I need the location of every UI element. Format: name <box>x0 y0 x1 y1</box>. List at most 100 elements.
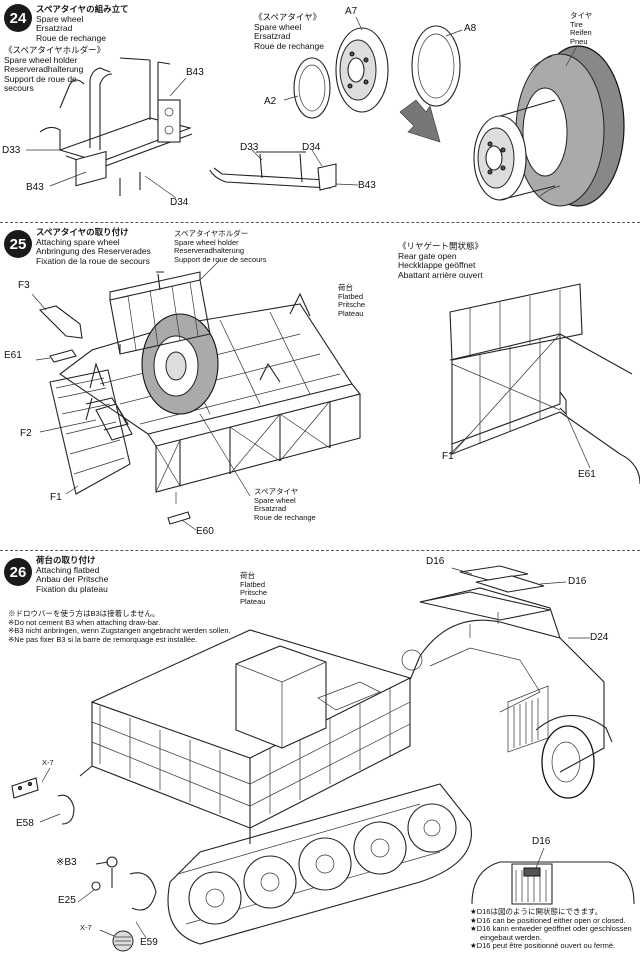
spare-tire-caption-de: Ersatzrad <box>254 31 291 41</box>
draw-bar-note: ※ドロウバーを使う方はB3は接着しません。 ※Do not cement B3 … <box>8 609 231 644</box>
step-26-title-jp: 荷台の取り付け <box>36 555 96 565</box>
part-label-d24: D24 <box>590 632 609 643</box>
draw-bar-note-fr: ※Ne pas fixer B3 si la barre de remorqua… <box>8 634 198 644</box>
part-label-b43: B43 <box>186 67 204 78</box>
step-26-title-en: Attaching flatbed <box>36 564 100 575</box>
rear-gate-caption-de: Heckklappe geöffnet <box>398 260 476 270</box>
step-25-drawing <box>31 259 640 531</box>
assembly-arrow-icon <box>399 99 441 143</box>
step-24-title-en: Spare wheel <box>36 13 84 24</box>
part-label-d33: D33 <box>2 145 21 156</box>
tyre-caption-en: Tire <box>570 19 583 29</box>
part-label-e60: E60 <box>196 526 214 537</box>
assembled-tire-drawing <box>473 45 625 207</box>
part-label-d16: D16 <box>532 836 551 847</box>
d16-note-de1: ★D16 kann entweder geöffnet oder geschlo… <box>470 924 632 933</box>
step-26-drawing <box>11 565 635 952</box>
spare-wheel-caption-en: Spare wheel <box>254 495 296 505</box>
holder-caption-fr2: secours <box>4 83 34 93</box>
step-24-title-jp: スペアタイヤの組み立て <box>36 4 129 14</box>
part-label-a2: A2 <box>264 96 277 107</box>
step-26-section: 26 荷台の取り付け Attaching flatbed Anbau der P… <box>0 552 640 956</box>
step-26-title-fr: Fixation du plateau <box>36 583 108 594</box>
flatbed-caption-de: Pritsche <box>240 588 268 597</box>
draw-bar-note-en: ※Do not cement B3 when attaching draw-ba… <box>8 617 161 627</box>
tyre-caption-fr: Pneu <box>570 36 588 46</box>
part-label-b43: B43 <box>26 182 44 193</box>
spare-wheel-caption-jp: スペアタイヤ <box>254 487 299 496</box>
rear-gate-caption-jp: 《リヤゲート開状態》 <box>398 241 484 251</box>
part-label-e61: E61 <box>578 469 596 480</box>
tyre-caption-de: Reifen <box>570 28 592 37</box>
tyre-caption-jp: タイヤ <box>570 11 593 20</box>
part-label-x7: X-7 <box>42 758 54 767</box>
rear-gate-caption-fr: Abattant arrière ouvert <box>398 269 483 280</box>
spare-wheel-holder-drawing <box>26 57 193 199</box>
step-24-section: 24 スペアタイヤの組み立て Spare wheel Ersatzrad Rou… <box>0 0 640 220</box>
part-label-d34: D34 <box>302 142 321 153</box>
d16-note-fr: ★D16 peut être positionné ouvert ou ferm… <box>470 941 616 950</box>
flatbed-caption-en: Flatbed <box>338 291 364 301</box>
step-25-section: 25 スペアタイヤの取り付け Attaching spare wheel Anb… <box>0 224 640 548</box>
spare-tire-caption: 《スペアタイヤ》 Spare wheel Ersatzrad Roue de r… <box>254 12 324 51</box>
flatbed-caption-fr: Plateau <box>240 596 266 606</box>
track-wheels-drawing <box>167 714 613 945</box>
step-26-title-de: Anbau der Pritsche <box>36 574 109 584</box>
flatbed-caption: 荷台 Flatbed Pritsche Plateau <box>338 283 366 318</box>
rear-gate-view-drawing <box>449 283 640 485</box>
part-label-d16: D16 <box>426 556 445 567</box>
holder-caption-en: Spare wheel holder <box>174 237 239 247</box>
part-label-x7: X-7 <box>80 923 92 932</box>
rear-gate-caption: 《リヤゲート開状態》 Rear gate open Heckklappe geö… <box>398 241 484 280</box>
holder-caption-fr: Support de roue de secours <box>174 254 267 264</box>
d16-note-jp: ★D16は図のように開状態にできます。 <box>470 907 603 916</box>
part-label-e25: E25 <box>58 895 76 906</box>
holder-caption: スペアタイヤホルダー Spare wheel holder Reserverad… <box>174 229 267 264</box>
d16-detail-drawing <box>471 847 635 905</box>
part-label-f1: F1 <box>50 492 62 503</box>
step-separator <box>0 222 640 223</box>
draw-bar-note-jp: ※ドロウバーを使う方はB3は接着しません。 <box>8 609 160 618</box>
d16-note-de2: eingebaut werden. <box>480 932 542 942</box>
step-25-title-de: Anbringung des Reserverades <box>36 246 151 256</box>
part-label-d34: D34 <box>170 197 189 208</box>
flatbed-frame-drawing <box>59 292 361 504</box>
step-25-title-en: Attaching spare wheel <box>36 236 120 247</box>
flatbed-caption-en: Flatbed <box>240 579 266 589</box>
spare-tire-caption-fr: Roue de rechange <box>254 40 324 51</box>
flatbed-caption-de: Pritsche <box>338 300 366 309</box>
part-label-a8: A8 <box>464 23 477 34</box>
flatbed-caption: 荷台 Flatbed Pritsche Plateau <box>240 571 268 606</box>
spare-wheel-caption-de: Ersatzrad <box>254 504 287 513</box>
part-label-b43: B43 <box>358 180 376 191</box>
side-panel-parts-drawing <box>31 293 197 531</box>
holder-sub-assembly-drawing <box>209 149 359 191</box>
step-separator <box>0 550 640 551</box>
holder-caption-de: Reserveradhalterung <box>174 246 245 255</box>
spare-wheel-caption: スペアタイヤ Spare wheel Ersatzrad Roue de rec… <box>254 487 316 522</box>
holder-caption-en: Spare wheel holder <box>4 54 78 65</box>
rear-gate-caption-en: Rear gate open <box>398 250 457 261</box>
step-25-badge: 25 <box>4 230 32 258</box>
rim-parts-drawing <box>283 16 463 119</box>
part-label-d16: D16 <box>568 576 587 587</box>
part-label-f3: F3 <box>18 280 30 291</box>
spare-tire-caption-jp: 《スペアタイヤ》 <box>254 12 322 22</box>
flatbed-caption-fr: Plateau <box>338 308 364 318</box>
holder-caption-jp: 《スペアタイヤホルダー》 <box>4 45 106 55</box>
part-label-a7: A7 <box>345 6 358 17</box>
step-26-badge: 26 <box>4 558 32 586</box>
part-label-d33: D33 <box>240 142 259 153</box>
holder-caption-jp: スペアタイヤホルダー <box>174 229 249 238</box>
part-label-b3: ※B3 <box>56 857 77 868</box>
step-24-title-de: Ersatzrad <box>36 23 73 33</box>
part-label-f2: F2 <box>20 428 32 439</box>
spare-wheel-holder-drawing <box>109 259 251 497</box>
part-label-e58: E58 <box>16 818 34 829</box>
d16-position-note: ★D16は図のように開状態にできます。 ★D16 can be position… <box>470 907 632 951</box>
spare-wheel-caption-fr: Roue de rechange <box>254 512 316 522</box>
tow-parts-drawing <box>11 767 157 952</box>
d16-note-en: ★D16 can be positioned either open or cl… <box>470 915 626 925</box>
flatbed-caption-jp: 荷台 <box>338 283 353 292</box>
step-25-title-jp: スペアタイヤの取り付け <box>36 227 129 237</box>
